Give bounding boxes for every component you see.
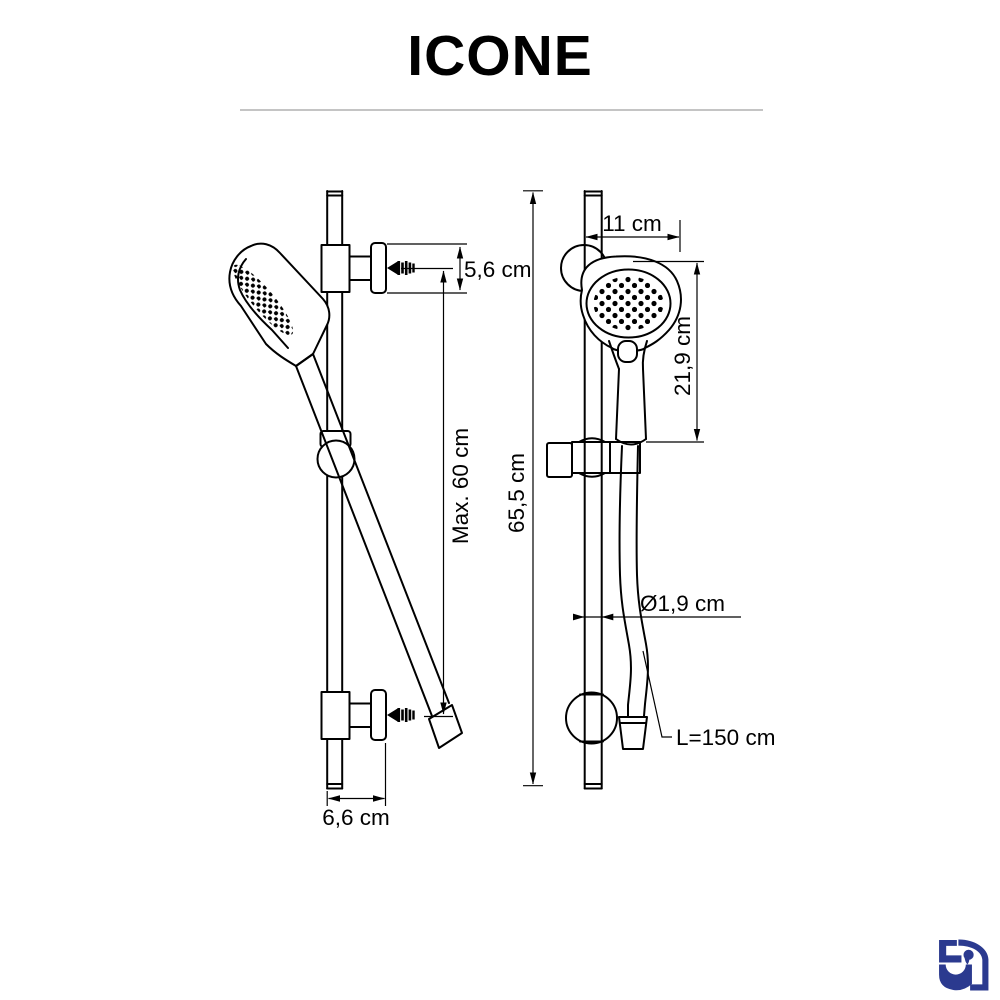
side-shower-head [228, 242, 331, 367]
side-handle [295, 353, 463, 749]
dim-bracket-depth-label: 6,6 cm [322, 805, 390, 830]
front-hose-connector [618, 716, 648, 750]
side-view: 5,6 cm Max. 60 cm 6,6 cm [228, 190, 532, 830]
side-lower-bracket [320, 689, 416, 741]
side-spray-face-dots [232, 264, 294, 336]
dim-flange-diameter [387, 243, 467, 294]
front-handle [615, 368, 647, 446]
dim-hose-leader [642, 650, 672, 738]
dim-flange-diameter-label: 5,6 cm [464, 257, 532, 282]
dim-hose-length-label: L=150 cm [676, 725, 775, 750]
dim-bar-diameter [573, 613, 741, 621]
front-shower-head [579, 255, 682, 370]
dim-bar-length-label: 65,5 cm [504, 453, 529, 533]
front-spray-button [617, 340, 638, 363]
title-divider [240, 109, 763, 111]
dim-max-height [401, 267, 453, 718]
dim-head-width [585, 220, 681, 252]
side-handle-endcap [428, 704, 463, 749]
page-title: ICONE [407, 24, 593, 88]
dim-head-length-label: 21,9 cm [670, 316, 695, 396]
dim-bar-diameter-label: Ø1,9 cm [640, 591, 725, 616]
dim-bracket-depth [326, 743, 387, 806]
front-lower-wall-mount [565, 691, 618, 745]
front-view: 11 cm 21,9 cm 65,5 cm Ø1,9 cm L=150 [504, 190, 775, 790]
front-spray-nozzle-dots [593, 276, 664, 331]
dim-bar-length [523, 190, 543, 787]
front-holder [546, 437, 641, 478]
dim-head-length [633, 260, 704, 443]
brand-logo-icon [936, 937, 992, 993]
dim-head-width-label: 11 cm [602, 211, 662, 236]
dim-max-height-label: Max. 60 cm [448, 428, 473, 544]
side-upper-bracket [320, 242, 416, 294]
